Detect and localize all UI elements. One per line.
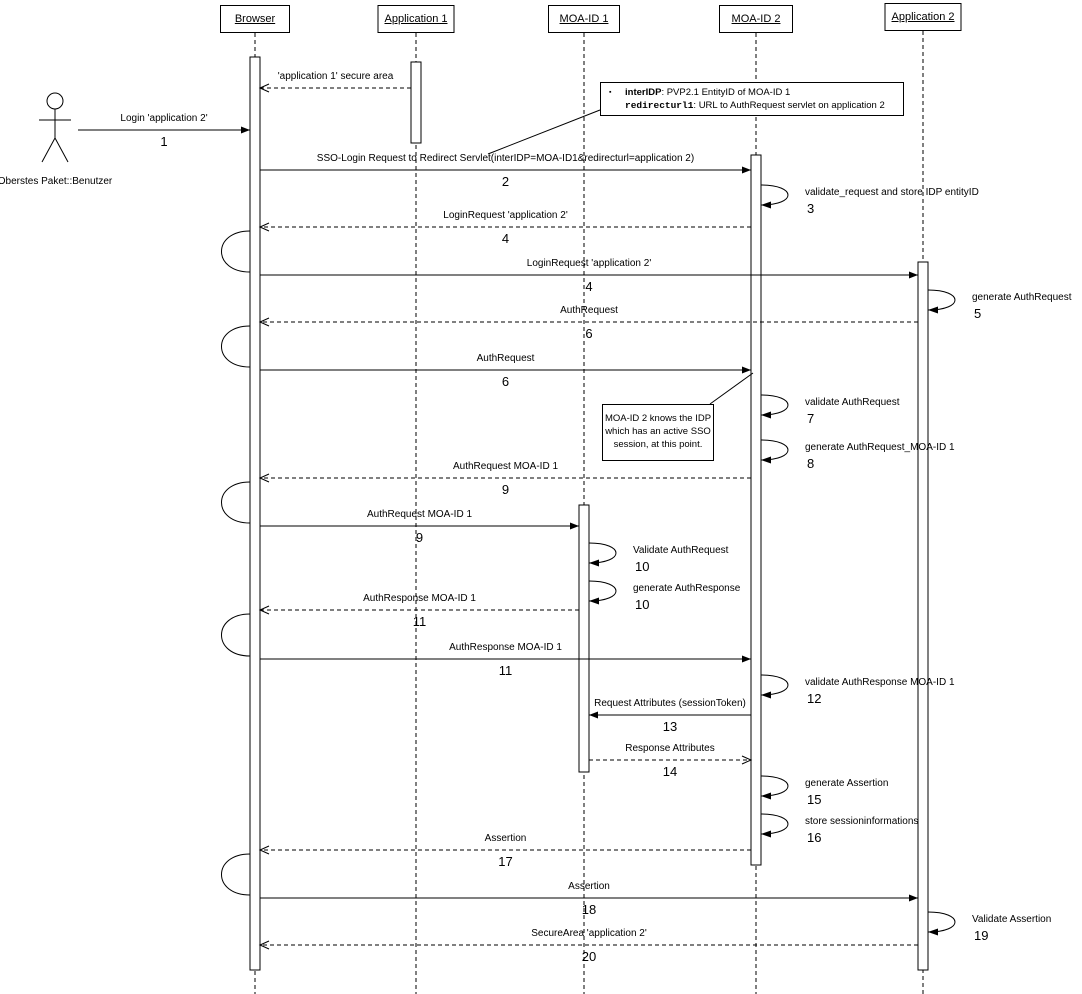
self-message-arrowhead (928, 306, 938, 314)
actor-label: Oberstes Paket::Benutzer (0, 176, 113, 187)
self-message-arc (927, 289, 956, 311)
self-message-arc (760, 674, 789, 696)
note-sso-session: MOA-ID 2 knows the IDP which has an acti… (602, 404, 714, 461)
message-arrowhead (909, 271, 918, 279)
note-line: session, at this point. (613, 439, 703, 450)
self-message-arrowhead (761, 456, 771, 464)
message-arrowhead-open (258, 940, 270, 950)
note-text: : URL to AuthRequest servlet on applicat… (693, 100, 885, 111)
note-term: redirecturl1 (625, 100, 694, 111)
message-arrowhead-open (258, 845, 270, 855)
message-arrowhead-open (741, 755, 753, 765)
self-message-arrowhead (761, 830, 771, 838)
self-message-arc (760, 439, 789, 461)
message-arrowhead-open (258, 83, 270, 93)
note-line: which has an active SSO (605, 426, 711, 437)
activation-bar-moaid1 (578, 504, 590, 773)
browser-redirect-arc (221, 481, 251, 524)
activation-bar-browser (249, 56, 261, 971)
self-message-arrowhead (928, 928, 938, 936)
self-message-arrowhead (589, 559, 599, 567)
message-arrowhead-open (258, 605, 270, 615)
note-connector-sso (709, 372, 754, 405)
message-arrowhead-open (258, 317, 270, 327)
self-message-arc (588, 542, 617, 564)
message-arrowhead (742, 366, 751, 374)
self-message-arrowhead (761, 411, 771, 419)
self-message-arc (927, 911, 956, 933)
self-message-arc (760, 184, 789, 206)
note-text: : PVP2.1 EntityID of MOA-ID 1 (661, 87, 791, 98)
self-message-arrowhead (589, 597, 599, 605)
activation-bar-app1 (410, 61, 422, 144)
self-message-arc (760, 394, 789, 416)
message-arrowhead (909, 894, 918, 902)
browser-redirect-arc (221, 613, 251, 657)
self-message-arrowhead (761, 792, 771, 800)
actor-leg-left (41, 137, 56, 163)
browser-redirect-arc (221, 853, 251, 896)
note-term: interIDP (625, 87, 662, 98)
message-arrowhead (742, 655, 751, 663)
browser-redirect-arc (221, 230, 251, 273)
note-line: redirecturl1: URL to AuthRequest servlet… (609, 99, 899, 112)
bullet-icon: ▪ (609, 89, 612, 96)
message-arrowhead (570, 522, 579, 530)
self-message-arrowhead (761, 201, 771, 209)
message-arrowhead (241, 126, 250, 134)
actor-leg-right (54, 137, 69, 163)
note-line: MOA-ID 2 knows the IDP (604, 413, 712, 424)
message-arrowhead (742, 166, 751, 174)
actor-head (46, 92, 64, 110)
browser-redirect-arc (221, 325, 251, 368)
note-connector-interidp (487, 109, 601, 155)
activation-bar-app2 (917, 261, 929, 971)
self-message-arrowhead (761, 691, 771, 699)
note-interidp: ▪ interIDP: PVP2.1 EntityID of MOA-ID 1 r… (600, 82, 904, 116)
message-arrowhead-open (258, 473, 270, 483)
message-arrowhead (589, 711, 598, 719)
self-message-arc (760, 775, 789, 797)
self-message-arc (588, 580, 617, 602)
activation-bar-moaid2 (750, 154, 762, 866)
note-line: ▪ interIDP: PVP2.1 EntityID of MOA-ID 1 (609, 86, 899, 99)
self-message-arc (760, 813, 789, 835)
message-arrowhead-open (258, 222, 270, 232)
